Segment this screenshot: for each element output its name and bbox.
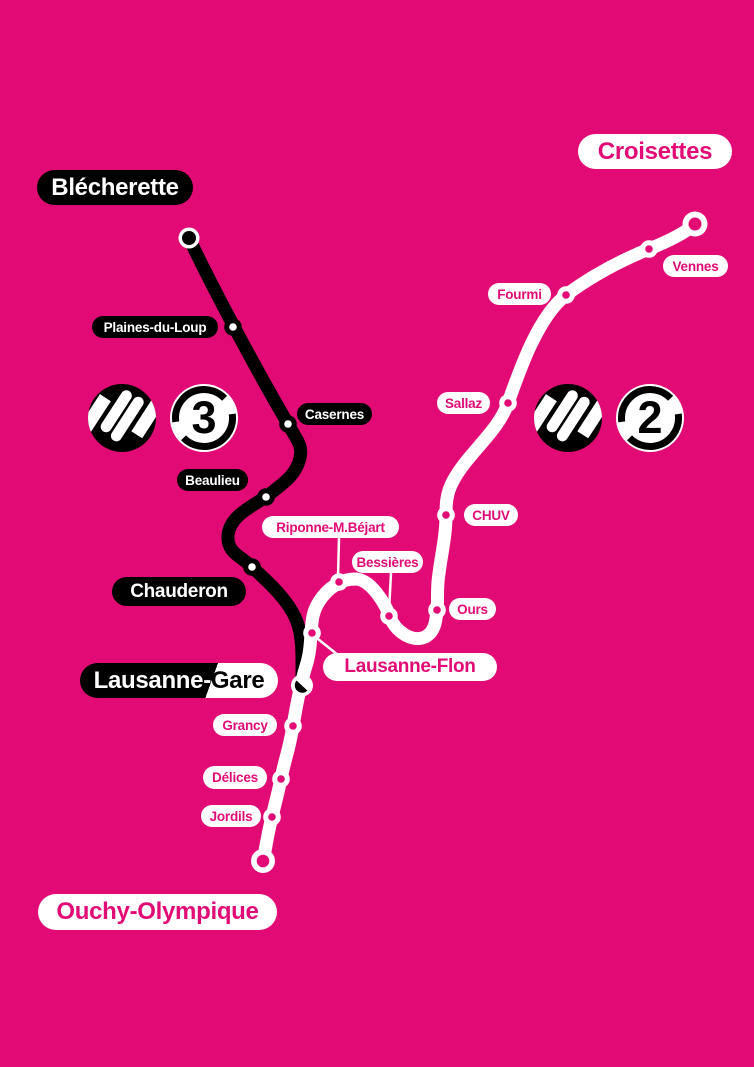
station-dot-jordils <box>263 808 281 826</box>
station-dot-chauderon <box>243 558 261 576</box>
station-dot-fourmi <box>557 286 575 304</box>
metro-logo-m2 <box>534 384 602 452</box>
station-dot-casernes <box>279 415 297 433</box>
station-label-chauderon: Chauderon <box>112 577 246 606</box>
metro-logo-m3 <box>88 384 156 452</box>
station-label-jordils: Jordils <box>201 805 261 827</box>
station-label-croisettes: Croisettes <box>578 134 732 169</box>
label-connector-bessieres <box>387 572 393 612</box>
terminus-blecherette <box>178 227 200 249</box>
line-number-m2: 2 <box>637 392 663 443</box>
station-dot-grancy <box>284 717 302 735</box>
station-label-vennes: Vennes <box>663 255 728 277</box>
station-dot-plaines-du-loup <box>224 318 242 336</box>
gare-label-black-segment: Lausanne- <box>93 666 212 694</box>
station-dot-chuv <box>437 506 455 524</box>
station-label-sallaz: Sallaz <box>437 392 490 414</box>
line-badge-m2-ring <box>616 384 684 452</box>
station-dot-bessieres <box>380 607 398 625</box>
station-label-bessieres: Bessières <box>352 551 423 573</box>
station-dot-delices <box>272 770 290 788</box>
station-label-blecherette: Blécherette <box>37 170 193 205</box>
terminus-ouchy-olympique <box>251 849 275 873</box>
line-badge-m3-ring <box>170 384 238 452</box>
station-dot-ours <box>428 601 446 619</box>
line-number-m3: 3 <box>191 392 217 443</box>
station-dot-vennes <box>640 240 658 258</box>
label-connector-riponne <box>336 537 341 578</box>
gare-interchange-marker <box>291 674 313 697</box>
station-label-lausanne-gare: Lausanne-Gare <box>80 663 278 698</box>
station-label-beaulieu: Beaulieu <box>177 469 248 491</box>
station-label-riponne: Riponne-M.Béjart <box>262 516 399 538</box>
station-label-ours: Ours <box>449 598 496 620</box>
station-dot-riponne <box>330 573 348 591</box>
terminus-croisettes <box>682 211 708 237</box>
station-label-chuv: CHUV <box>464 504 518 526</box>
station-dot-lausanne-flon <box>303 624 321 642</box>
gare-label-white-segment: Gare <box>210 666 265 694</box>
station-label-grancy: Grancy <box>213 714 277 736</box>
station-dot-sallaz <box>499 394 517 412</box>
station-label-ouchy-olympique: Ouchy-Olympique <box>38 894 277 930</box>
station-label-plaines-du-loup: Plaines-du-Loup <box>92 316 218 338</box>
station-label-delices: Délices <box>203 766 267 789</box>
station-label-casernes: Casernes <box>297 403 372 425</box>
m3-line-path <box>182 231 309 686</box>
m2-line-path <box>256 217 702 868</box>
station-label-lausanne-flon: Lausanne-Flon <box>323 653 497 681</box>
station-dot-beaulieu <box>257 488 275 506</box>
station-label-fourmi: Fourmi <box>488 283 551 305</box>
